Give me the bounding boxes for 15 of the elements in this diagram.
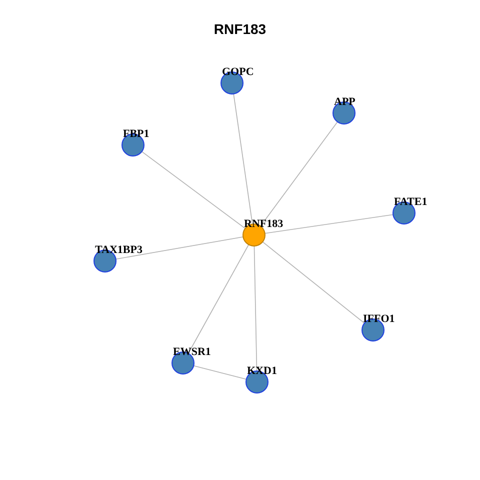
node-label: EWSR1 [173, 346, 211, 358]
node-label: KXD1 [247, 365, 277, 377]
edge-line [233, 93, 253, 225]
edge-line [193, 365, 247, 380]
node-label: FATE1 [394, 196, 428, 208]
edge-line [141, 151, 246, 229]
edge-line [115, 236, 244, 260]
chart-title: RNF183 [212, 21, 268, 37]
node-label: GOPC [222, 66, 254, 78]
node-label: IFFO1 [363, 313, 395, 325]
node-label: RNF183 [244, 218, 284, 230]
edge-line [264, 214, 394, 234]
edge-line [254, 246, 258, 372]
node-label: TAX1BP3 [95, 244, 142, 256]
edge-line [262, 241, 365, 324]
